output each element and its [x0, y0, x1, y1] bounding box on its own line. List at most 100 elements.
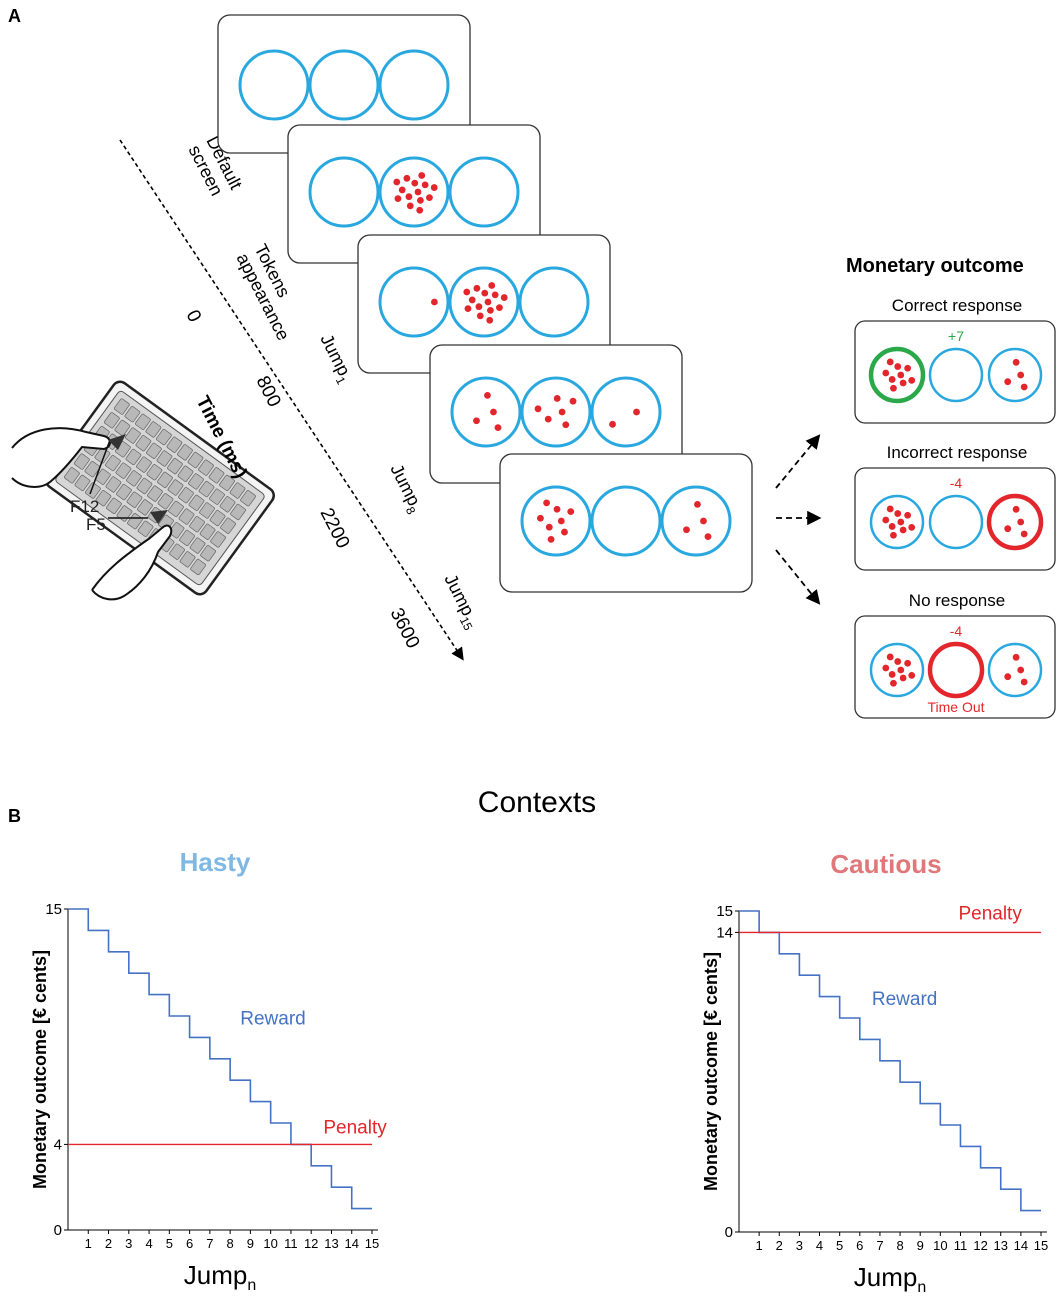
- keyboard-key: [199, 523, 216, 540]
- arrow-no-response: [775, 549, 821, 605]
- keyboard-illustration: F12 F5: [11, 380, 275, 601]
- keyboard-key: [219, 496, 236, 513]
- chart-title: Cautious: [830, 849, 941, 879]
- y-axis-label: Monetary outcome [€ cents]: [701, 952, 721, 1191]
- token-dot: [414, 188, 422, 196]
- outcome-title: Monetary outcome: [846, 255, 1024, 277]
- token-dot: [886, 653, 894, 661]
- stimulus-screen: [357, 234, 611, 374]
- token-dot: [562, 421, 570, 429]
- x-tick-label: 1: [85, 1236, 92, 1251]
- token-dot: [411, 179, 419, 187]
- keyboard-key: [124, 406, 141, 423]
- token-dot: [463, 288, 471, 296]
- token-circle: [448, 266, 520, 338]
- x-tick-label: 1: [756, 1238, 763, 1253]
- token-dot: [897, 666, 905, 674]
- token-dot: [537, 514, 544, 522]
- outcome-case-label: No response: [909, 591, 1005, 610]
- token-circle: [238, 49, 310, 121]
- x-tick-label: 7: [876, 1238, 883, 1253]
- x-axis-label: Jumpn: [184, 1260, 256, 1294]
- token-dot: [1020, 383, 1028, 391]
- timeline-event-label: Jump15: [437, 571, 485, 633]
- x-tick-label: 14: [1014, 1238, 1028, 1253]
- timeline-event-label: Jump8: [383, 461, 428, 517]
- x-tick-label: 8: [896, 1238, 903, 1253]
- token-dot: [405, 193, 413, 201]
- outcome-circle: [927, 641, 985, 699]
- token-circle: [518, 266, 590, 338]
- token-dot: [1012, 653, 1020, 661]
- y-axis-label: Monetary outcome [€ cents]: [30, 950, 50, 1189]
- timeline-event: Jump8: [383, 461, 428, 517]
- token-circle: [450, 376, 522, 448]
- outcome-value: +7: [948, 328, 964, 344]
- keyboard-key: [190, 558, 206, 576]
- key-f5-label: F5: [86, 515, 106, 534]
- y-tick-label: 0: [54, 1222, 62, 1239]
- keyboard-key: [167, 479, 184, 496]
- token-dot: [403, 174, 411, 182]
- token-circle: [378, 49, 450, 121]
- token-dot: [553, 505, 561, 513]
- keyboard-key: [156, 428, 172, 446]
- token-dot: [899, 674, 907, 682]
- reward-step-line: [739, 910, 1041, 1212]
- token-dot: [1004, 525, 1012, 533]
- token-dot: [394, 195, 402, 203]
- token-dot: [569, 397, 577, 405]
- keyboard-key: [230, 503, 246, 521]
- keyboard-key: [74, 474, 91, 492]
- token-dot: [496, 304, 503, 312]
- outcome-frame: [854, 615, 1056, 719]
- x-tick-label: 3: [125, 1236, 132, 1251]
- token-dot: [704, 533, 712, 541]
- token-dot: [888, 671, 896, 678]
- keyboard-key: [135, 435, 152, 452]
- keyboard-key: [167, 458, 183, 475]
- x-tick-label: 11: [954, 1238, 968, 1253]
- keyboard-key: [220, 517, 236, 534]
- keyboard-key: [157, 493, 174, 510]
- token-circle: [520, 376, 592, 448]
- keyboard-key: [219, 474, 235, 492]
- token-circle: [520, 485, 592, 557]
- left-hand-icon: [91, 524, 173, 601]
- keyboard-key: [188, 473, 204, 490]
- keyboard-key: [105, 476, 122, 493]
- token-dot: [487, 306, 494, 314]
- token-dot: [500, 294, 508, 301]
- token-dot: [547, 535, 555, 543]
- token-dot: [476, 312, 484, 320]
- x-tick-label: 5: [166, 1236, 173, 1251]
- screen-sequence: [217, 14, 753, 593]
- token-dot: [484, 298, 492, 306]
- token-dot: [426, 194, 433, 202]
- token-dot: [561, 528, 568, 536]
- screen-frame: [499, 453, 753, 593]
- keyboard-key: [85, 482, 101, 499]
- token-dot: [882, 516, 890, 524]
- token-dot: [544, 415, 552, 423]
- token-dot: [475, 303, 483, 311]
- contexts-title: Contexts: [478, 786, 596, 819]
- token-dot: [888, 523, 896, 530]
- token-dot: [473, 417, 480, 425]
- outcome-circle: [987, 642, 1043, 698]
- keyboard-key: [135, 413, 151, 430]
- y-tick-label: 15: [716, 903, 733, 920]
- keyboard-key: [240, 490, 256, 507]
- keyboard-key: [147, 485, 163, 502]
- token-circle: [378, 156, 450, 228]
- token-dot: [904, 659, 912, 667]
- keyboard-key: [125, 448, 142, 466]
- token-dot: [894, 510, 902, 517]
- token-circle: [660, 485, 732, 557]
- token-dot: [899, 526, 907, 534]
- token-circle: [590, 485, 662, 557]
- token-dot: [486, 316, 494, 324]
